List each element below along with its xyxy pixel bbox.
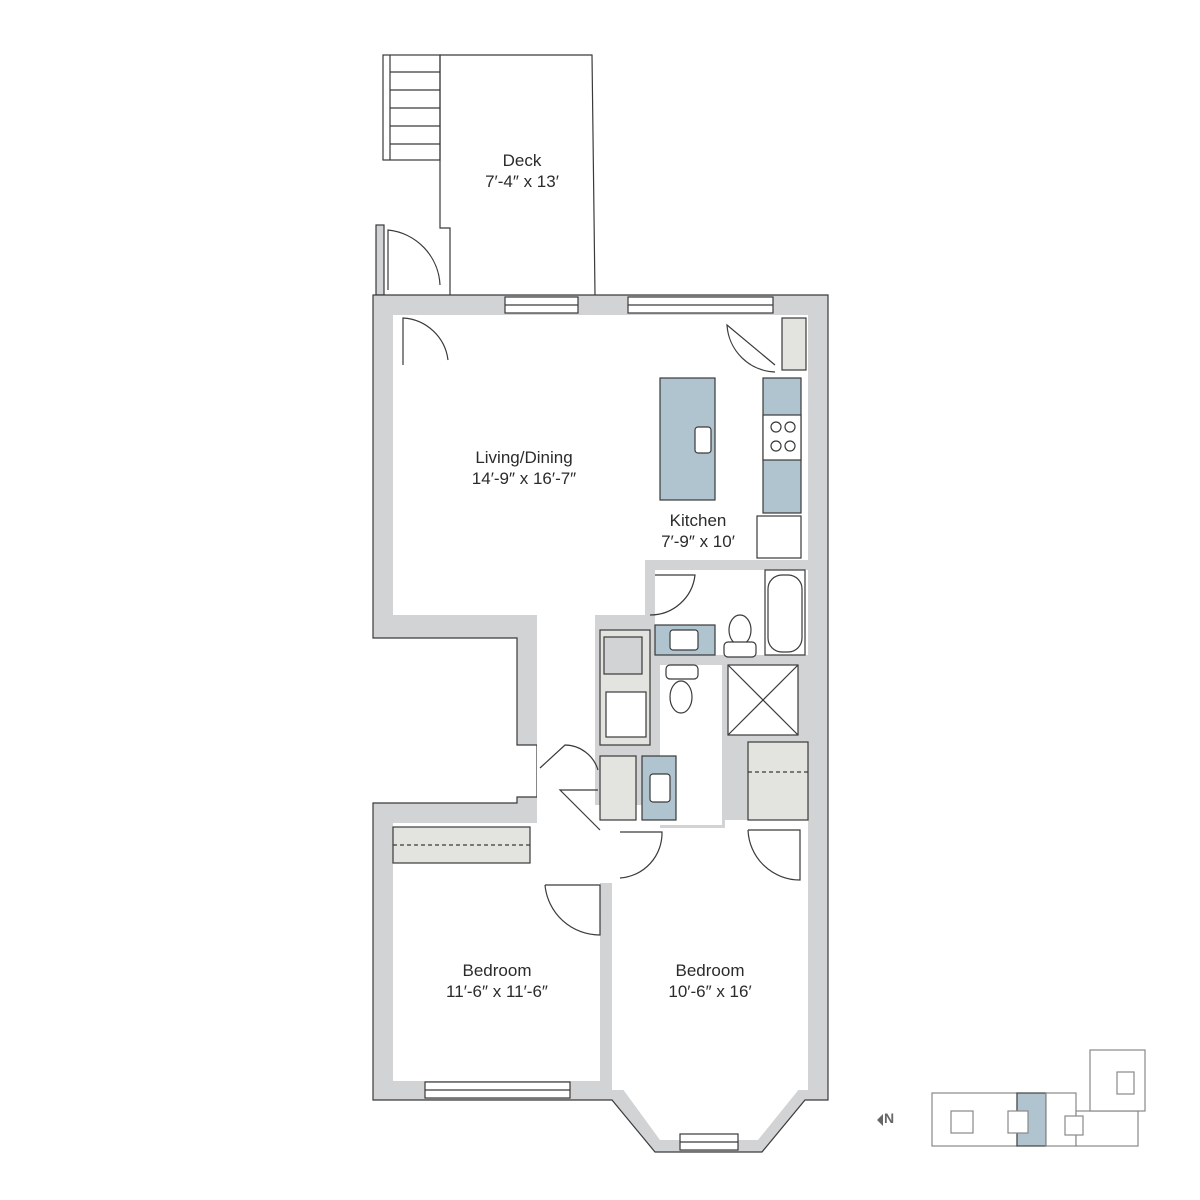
living-dining-room (393, 315, 808, 560)
bedroom-2-closet (747, 741, 809, 821)
room-size: 11′-6″ x 11′-6″ (446, 982, 548, 1001)
washer (603, 636, 643, 675)
arrow-left-icon (877, 1114, 883, 1126)
toilet-1 (728, 614, 752, 646)
linen-closet (599, 755, 637, 821)
room-name: Bedroom (462, 961, 532, 980)
room-size: 14′-9″ x 16′-7″ (471, 469, 577, 488)
north-label: N (884, 1110, 895, 1126)
room-name: Deck (502, 151, 542, 170)
bedroom-1-closet (392, 826, 531, 864)
door-swings (402, 317, 801, 936)
refrigerator (756, 515, 802, 559)
bedroom-2-label: Bedroom 10′-6″ x 16′ (668, 960, 751, 1002)
bedroom-1-label: Bedroom 11′-6″ x 11′-6″ (446, 960, 548, 1002)
room-name: Living/Dining (475, 448, 573, 467)
deck-label: Deck 7′-4″ x 13′ (485, 150, 559, 192)
room-name: Kitchen (669, 511, 727, 530)
toilet-2 (669, 680, 693, 714)
island-sink (694, 426, 712, 454)
stove (762, 414, 802, 461)
sink-1 (669, 629, 699, 651)
dryer (605, 691, 647, 738)
toilet-2-tank (665, 664, 699, 680)
stove-burners-icon (770, 421, 796, 452)
room-size: 10′-6″ x 16′ (668, 982, 752, 1001)
room-size: 7′-4″ x 13′ (485, 172, 559, 191)
deck-door-swing (387, 229, 441, 290)
kitchen-label: Kitchen 7′-9″ x 10′ (661, 510, 735, 552)
bedroom-2-room (612, 828, 808, 1090)
kitchen-pantry (781, 317, 807, 371)
room-name: Bedroom (675, 961, 745, 980)
room-size: 7′-9″ x 10′ (661, 532, 735, 551)
building-locator-map (931, 1049, 1146, 1147)
deck-railing (375, 224, 385, 296)
bedroom-1-room (393, 823, 600, 1081)
windows (424, 296, 774, 1151)
deck-stairs (382, 54, 441, 161)
living-label: Living/Dining 14′-9″ x 16′-7″ (472, 447, 576, 489)
